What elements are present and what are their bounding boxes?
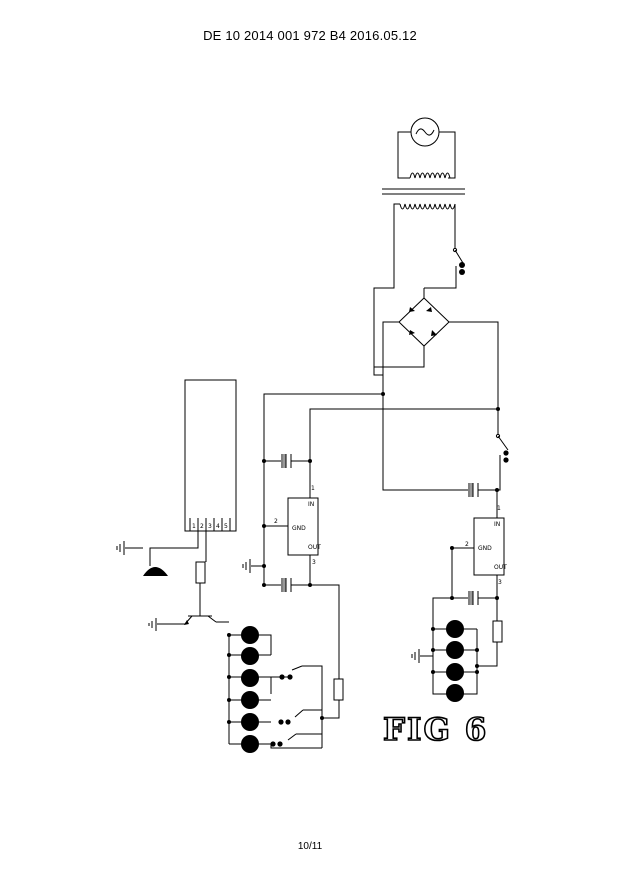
module-pin-3: 3 <box>208 523 212 530</box>
bridge-rectifier <box>374 288 498 409</box>
regulator-left-pin-2: 2 <box>274 518 278 525</box>
transformer <box>374 173 465 375</box>
regulator-right-pin-3: 3 <box>498 579 502 586</box>
ac-source <box>398 118 455 178</box>
dc-rails <box>264 375 500 585</box>
module-pin-5: 5 <box>224 523 228 530</box>
regulator-left-pin-1: 1 <box>311 485 315 492</box>
module-pin-2: 2 <box>200 523 204 530</box>
module-pin-1: 1 <box>192 523 196 530</box>
svg-text:OUT: OUT <box>494 564 507 571</box>
regulator-left-pin-3: 3 <box>312 559 316 566</box>
svg-text:IN: IN <box>494 521 500 528</box>
control-module: 1 2 3 4 5 <box>150 380 236 562</box>
transformer-switch <box>424 248 465 288</box>
led-array-left <box>227 626 324 753</box>
regulator-right-pin-1: 1 <box>497 505 501 512</box>
svg-text:OUT: OUT <box>308 544 321 551</box>
regulator-right: GND IN OUT 1 2 3 <box>412 483 507 702</box>
module-pin-4: 4 <box>216 523 220 530</box>
buzzer <box>117 541 168 576</box>
regulator-right-gnd-label: GND <box>478 545 492 552</box>
transistor <box>149 605 229 631</box>
figure-label: FIG 6 <box>383 712 488 748</box>
regulator-right-pin-2: 2 <box>465 541 469 548</box>
base-resistor <box>196 562 205 605</box>
svg-text:IN: IN <box>308 501 314 508</box>
regulator-left-gnd-label: GND <box>292 525 306 532</box>
page-number: 10/11 <box>0 841 620 852</box>
output-switch <box>487 409 509 490</box>
